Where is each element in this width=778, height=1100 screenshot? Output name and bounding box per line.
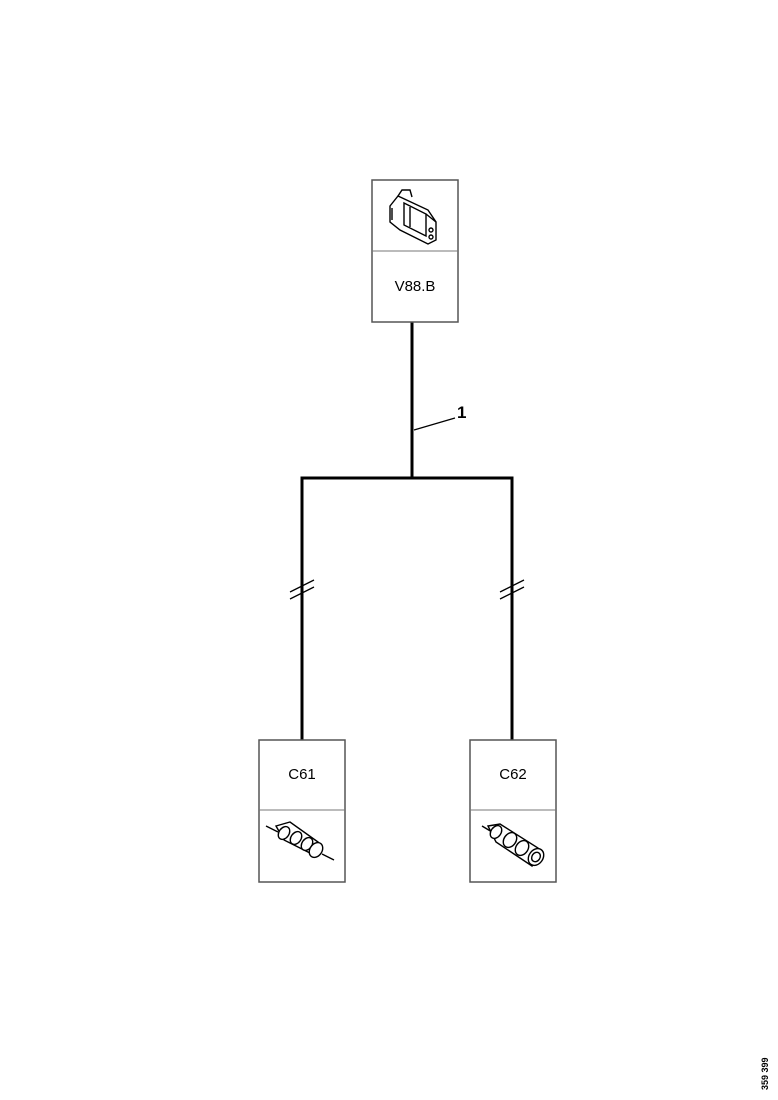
connector-housing-icon — [389, 189, 437, 245]
connector-label-top: V88.B — [395, 278, 436, 295]
connector-box-bottom-right: C62 — [469, 739, 557, 883]
break-mark-right — [499, 579, 525, 600]
connector-box-bottom-left: C61 — [258, 739, 346, 883]
plug-connector-icon-left — [265, 821, 335, 861]
reference-number: 359 399 — [760, 1057, 770, 1090]
connector-label-bottom-left: C61 — [288, 766, 316, 783]
connector-box-top: V88.B — [371, 179, 459, 323]
plug-connector-icon-right — [481, 823, 545, 868]
break-mark-left — [289, 579, 315, 600]
connector-label-bottom-right: C62 — [499, 766, 527, 783]
wire-callout-leader — [413, 417, 456, 431]
wire-harness — [300, 320, 514, 742]
wire-callout-label: 1 — [457, 403, 466, 422]
